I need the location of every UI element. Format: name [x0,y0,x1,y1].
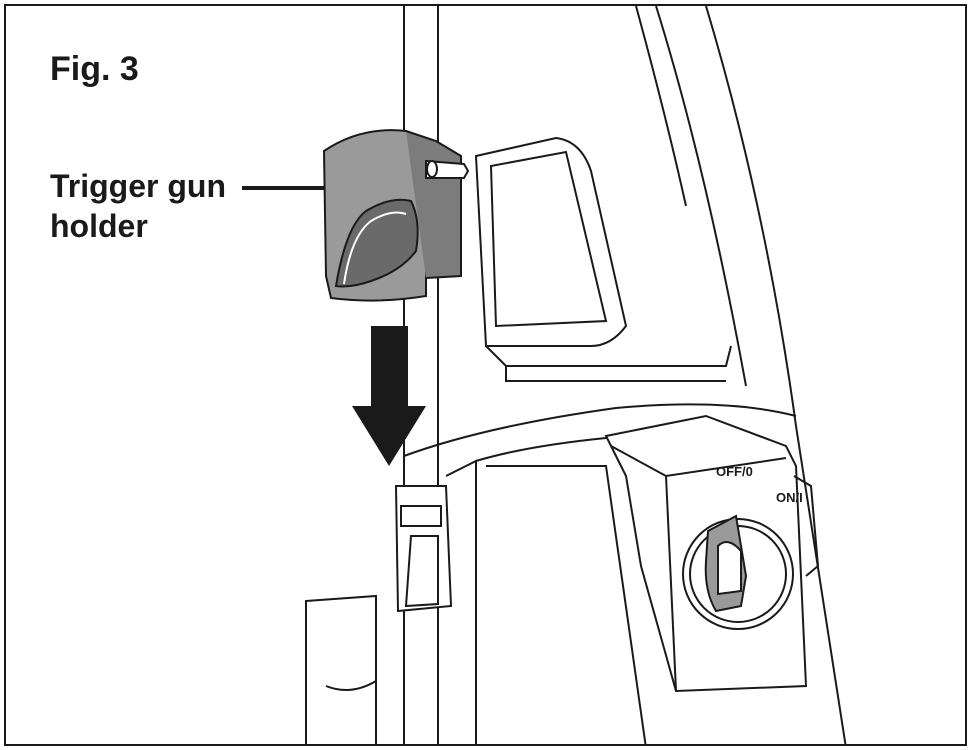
callout-leader-line [242,186,324,190]
pressure-washer-drawing: OFF/0 ON/I [305,6,847,744]
callout-label: Trigger gun holder [50,168,226,244]
side-latch [394,485,453,613]
switch-panel [604,414,820,693]
downward-arrow [352,326,426,466]
switch-off-label: OFF/0 [716,464,753,479]
switch-on-label: ON/I [776,490,803,505]
figure-title: Fig. 3 [50,50,139,88]
machine-body [403,6,847,744]
figure-frame: OFF/0 ON/I Fig. 3 Trigger gun holder [4,4,967,746]
lower-housing [305,403,797,744]
upper-recess [474,136,732,382]
trigger-gun-holder [322,129,470,302]
